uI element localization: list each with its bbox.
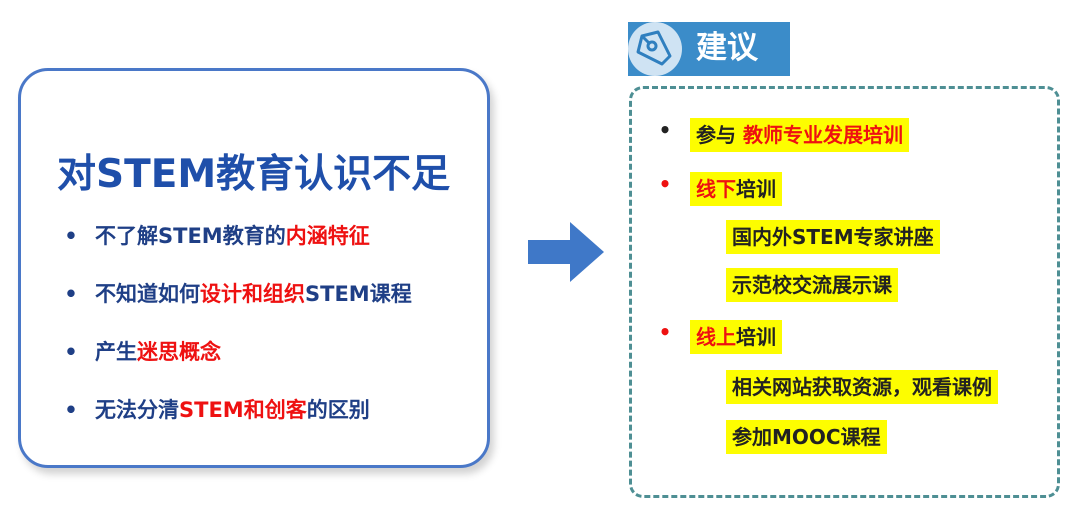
bullet: • [658, 320, 672, 344]
item-text-emphasis: 线上 [696, 325, 736, 349]
online-sub-item: 相关网站获取资源，观看课例 [726, 370, 998, 404]
problem-panel: 对STEM教育认识不足 • 不了解STEM教育的内涵特征 • 不知道如何设计和组… [18, 68, 490, 468]
item-text-emphasis: 线下 [696, 177, 736, 201]
problem-title: 对STEM教育认识不足 [57, 152, 451, 197]
item-text: STEM课程 [305, 282, 412, 306]
item-text-emphasis: 内涵特征 [285, 224, 370, 248]
offline-sub-item: 示范校交流展示课 [726, 268, 898, 302]
item-text-emphasis: STEM和创客 [179, 398, 307, 422]
item-text: 培训 [736, 325, 776, 349]
bullet: • [658, 172, 672, 196]
item-text: 的区别 [306, 398, 370, 422]
bullet: • [658, 118, 672, 142]
item-text: 产生 [95, 340, 137, 364]
item-text: 参与 [696, 123, 743, 147]
pen-nib-icon [628, 22, 682, 76]
suggestion-panel [629, 86, 1060, 498]
item-text: 不知道如何 [95, 282, 200, 306]
bullet: • [64, 282, 78, 306]
list-item: • 无法分清STEM和创客的区别 [61, 393, 412, 451]
suggestion-item-offline: 线下培训 [690, 172, 782, 206]
suggestion-item-participate: 参与 教师专业发展培训 [690, 118, 909, 152]
item-text: 培训 [736, 177, 776, 201]
list-item: • 不了解STEM教育的内涵特征 [61, 219, 412, 277]
right-arrow-icon [528, 222, 604, 282]
item-text-emphasis: 教师专业发展培训 [742, 123, 903, 147]
problem-list: • 不了解STEM教育的内涵特征 • 不知道如何设计和组织STEM课程 • 产生… [61, 219, 412, 451]
item-text: 无法分清 [95, 398, 179, 422]
item-text: 不了解STEM教育的 [95, 224, 286, 248]
item-text-emphasis: 设计和组织 [200, 282, 305, 306]
online-sub-item: 参加MOOC课程 [726, 420, 887, 454]
item-text-emphasis: 迷思概念 [137, 340, 221, 364]
suggestion-item-online: 线上培训 [690, 320, 782, 354]
bullet: • [64, 340, 78, 364]
suggestion-tab-label: 建议 [696, 30, 758, 66]
offline-sub-item: 国内外STEM专家讲座 [726, 220, 940, 254]
list-item: • 产生迷思概念 [61, 335, 412, 393]
bullet: • [64, 224, 78, 248]
list-item: • 不知道如何设计和组织STEM课程 [61, 277, 412, 335]
bullet: • [64, 398, 78, 422]
